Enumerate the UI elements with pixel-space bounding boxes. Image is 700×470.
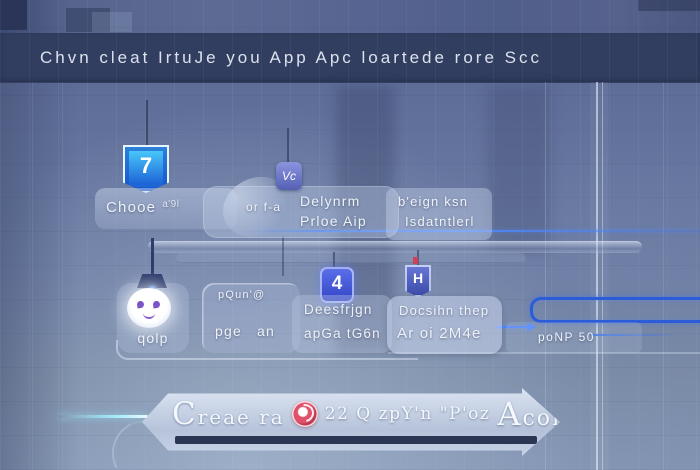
node-label: Docsihn thep bbox=[399, 303, 490, 318]
node-deliver: or f-a Delynrm Prloe Aip bbox=[203, 186, 399, 238]
grid-band bbox=[590, 82, 608, 470]
node-label: apGa tG6n bbox=[304, 326, 381, 341]
banner-segment: 22 Q zpY'n "P'oz bbox=[324, 404, 491, 424]
glow-line bbox=[58, 415, 148, 418]
node-label: Ar oi 2M4e bbox=[397, 325, 482, 342]
connector-stem bbox=[417, 250, 419, 266]
node-label: pge an bbox=[215, 323, 276, 339]
banner-text: Creae ra 22 Q zpY'n "P'oz Aconunt bbox=[172, 393, 560, 435]
bright-vertical-line bbox=[596, 82, 598, 470]
node-design-help: Docsihn thep Ar oi 2M4e bbox=[387, 296, 502, 354]
lamp-cord bbox=[151, 238, 154, 274]
node-label: poNP 50 bbox=[538, 330, 595, 344]
background-patch bbox=[638, 0, 700, 11]
shield-glyph: 7 bbox=[139, 153, 153, 178]
u-turn-connector bbox=[530, 297, 700, 323]
title-text: Chvn cleat IrtuJe you App Apc loartede r… bbox=[40, 48, 542, 67]
vc-badge-icon: Vc bbox=[276, 162, 302, 190]
arrow-connector bbox=[496, 326, 528, 328]
h-shield-icon: H bbox=[405, 265, 431, 297]
grid-line bbox=[663, 82, 664, 470]
grid-line bbox=[32, 82, 33, 470]
face-mouth bbox=[143, 310, 155, 319]
node-ponp: poNP 50 bbox=[506, 322, 642, 353]
create-account-banner: Creae ra 22 Q zpY'n "P'oz Aconunt bbox=[142, 388, 560, 456]
node-label: Prloe Aip bbox=[300, 213, 367, 229]
node-design-app: Deesfrjgn apGa tG6n bbox=[292, 295, 392, 353]
flow-line bbox=[592, 334, 672, 336]
or-label: or f-a bbox=[246, 200, 282, 214]
node-sublabel: pQun'@ bbox=[218, 289, 266, 301]
connector-stem bbox=[282, 236, 284, 276]
node-label: b'eign ksn bbox=[398, 194, 469, 209]
divider-line bbox=[388, 352, 700, 354]
banner-segment: Creae ra bbox=[172, 396, 285, 432]
face-eye bbox=[136, 300, 145, 309]
banner-underline-bar bbox=[175, 436, 537, 444]
four-badge-icon: 4 bbox=[320, 267, 354, 303]
arrowhead-icon bbox=[527, 322, 536, 332]
pipe-connector bbox=[176, 253, 526, 263]
pipe-connector bbox=[148, 241, 642, 253]
background-patch bbox=[92, 12, 132, 32]
node-label: Delynrm bbox=[300, 193, 361, 209]
connector-stem bbox=[146, 100, 148, 145]
connector-stem bbox=[333, 252, 335, 268]
top-strip bbox=[0, 0, 700, 33]
connector-stem bbox=[287, 128, 289, 162]
title-bar: Chvn cleat IrtuJe you App Apc loartede r… bbox=[0, 33, 700, 82]
node-page: pQun'@ pge an bbox=[202, 283, 300, 353]
left-shade bbox=[0, 82, 78, 470]
lamp-icon bbox=[137, 274, 167, 288]
swirl-icon bbox=[291, 401, 318, 427]
flow-line bbox=[250, 230, 700, 232]
face-eye bbox=[152, 300, 161, 309]
corner-patch bbox=[0, 0, 27, 30]
node-label: Deesfrjgn bbox=[304, 302, 373, 317]
node-label: Isdatntlerl bbox=[405, 214, 475, 229]
background-patch bbox=[66, 8, 110, 32]
background-band bbox=[336, 85, 394, 353]
bulb-face-icon bbox=[127, 288, 171, 328]
background-band bbox=[488, 85, 550, 253]
node-design: b'eign ksn Isdatntlerl bbox=[386, 188, 492, 240]
bright-vertical-line bbox=[602, 82, 603, 470]
node-label: qolp bbox=[137, 330, 169, 346]
shield-icon: 7 bbox=[123, 145, 169, 193]
grid-line bbox=[545, 82, 546, 470]
elbow-connector bbox=[116, 340, 418, 360]
grid-line bbox=[62, 82, 63, 470]
red-tick-icon bbox=[413, 257, 418, 264]
